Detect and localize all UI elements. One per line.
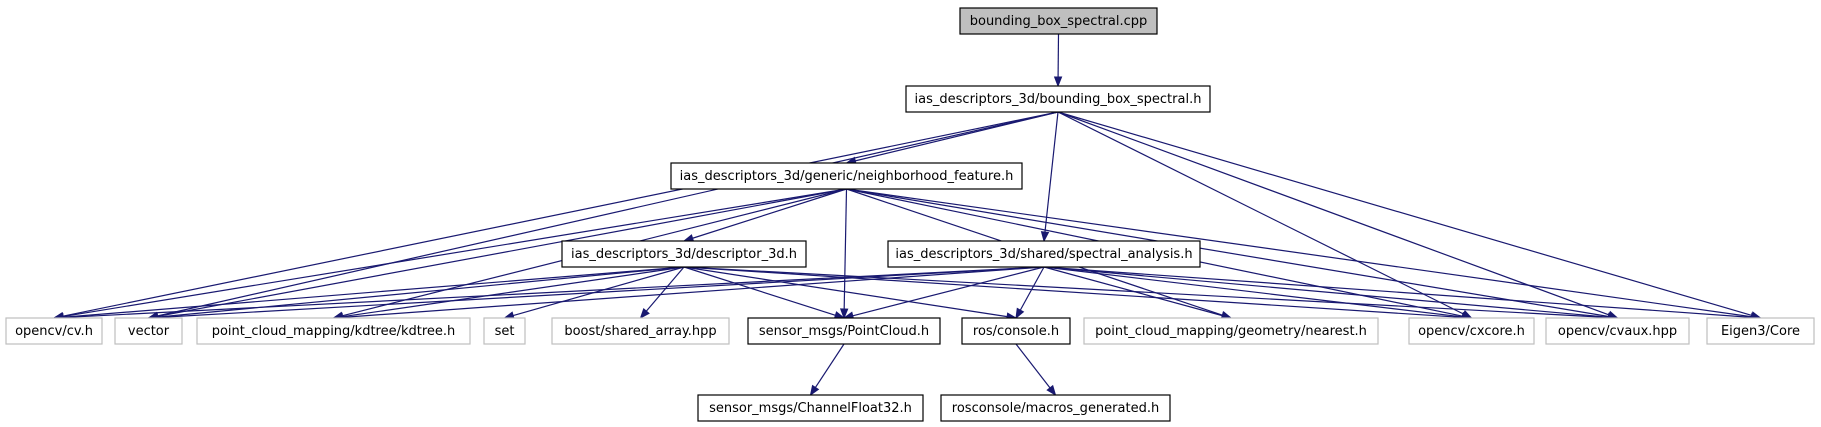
file-nodes: bounding_box_spectral.cpp ias_descriptor… [5, 7, 1815, 422]
node-rosconsole-macros-header[interactable]: rosconsole/macros_generated.h [940, 394, 1171, 422]
edge-arrowhead [1053, 76, 1063, 88]
node-label: opencv/cv.h [15, 324, 93, 339]
dependency-edge [1043, 266, 1223, 317]
edge-arrowhead [1015, 307, 1025, 320]
node-opencv-cxcore-header[interactable]: opencv/cxcore.h [1408, 317, 1535, 345]
node-vector-header[interactable]: vector [114, 317, 183, 345]
node-kdtree-header[interactable]: point_cloud_mapping/kdtree/kdtree.h [196, 317, 471, 345]
dependency-edge [157, 188, 847, 317]
node-label: set [495, 324, 515, 339]
dependency-edge [1044, 111, 1059, 233]
dependency-edge [852, 266, 1045, 317]
dependency-edge [157, 266, 685, 318]
dependency-edge [157, 111, 1059, 317]
dependency-edge [342, 266, 1045, 318]
node-label: vector [128, 324, 170, 339]
dependency-edge [846, 188, 1752, 318]
dependency-edge [62, 111, 1059, 317]
node-boost-shared-array-header[interactable]: boost/shared_array.hpp [551, 317, 730, 345]
dependency-edge [814, 343, 845, 388]
node-label: bounding_box_spectral.cpp [970, 14, 1148, 29]
dependency-edges [52, 33, 1762, 397]
node-label: point_cloud_mapping/geometry/nearest.h [1095, 324, 1367, 339]
dependency-edge [1019, 266, 1045, 311]
node-geometry-nearest-header[interactable]: point_cloud_mapping/geometry/nearest.h [1083, 317, 1379, 345]
node-label: boost/shared_array.hpp [564, 324, 716, 339]
edge-arrowhead [1046, 384, 1057, 397]
node-label: ros/console.h [973, 324, 1059, 339]
dependency-edge [1043, 266, 1463, 318]
node-label: point_cloud_mapping/kdtree/kdtree.h [212, 324, 456, 339]
dependency-edge [62, 188, 847, 318]
node-spectral-analysis-header[interactable]: ias_descriptors_3d/shared/spectral_analy… [887, 240, 1201, 268]
edge-arrowhead [639, 308, 650, 320]
dependency-edge [62, 266, 1045, 319]
node-label: ias_descriptors_3d/bounding_box_spectral… [915, 92, 1202, 107]
node-label: sensor_msgs/ChannelFloat32.h [709, 401, 912, 416]
dependency-edge [683, 266, 1463, 319]
node-label: ias_descriptors_3d/descriptor_3d.h [571, 247, 797, 262]
dependency-edge [342, 266, 685, 318]
node-neighborhood-feature-header[interactable]: ias_descriptors_3d/generic/neighborhood_… [670, 162, 1023, 190]
node-label: ias_descriptors_3d/shared/spectral_analy… [895, 247, 1192, 262]
edge-arrowhead [839, 308, 849, 320]
node-root-file[interactable]: bounding_box_spectral.cpp [959, 7, 1158, 35]
dependency-edge [512, 266, 685, 317]
node-ros-console-header[interactable]: ros/console.h [961, 317, 1071, 345]
node-sensor-msgs-pointcloud-header[interactable]: sensor_msgs/PointCloud.h [747, 317, 941, 345]
node-channelfloat32-header[interactable]: sensor_msgs/ChannelFloat32.h [697, 394, 924, 422]
dependency-edge [683, 266, 836, 316]
node-set-header[interactable]: set [483, 317, 526, 345]
node-opencv-cvaux-header[interactable]: opencv/cvaux.hpp [1545, 317, 1690, 345]
node-label: opencv/cvaux.hpp [1558, 324, 1677, 339]
dependency-edge [1043, 266, 1609, 318]
node-eigen3-core-header[interactable]: Eigen3/Core [1706, 317, 1815, 345]
dependency-edge [1015, 343, 1051, 389]
dependency-edge [1057, 111, 1610, 316]
dependency-edge [1043, 266, 1752, 318]
node-label: rosconsole/macros_generated.h [952, 401, 1159, 416]
edge-arrowhead [1040, 231, 1050, 243]
dependency-edge [157, 266, 1045, 319]
dependency-edge [683, 266, 1609, 319]
dependency-edge [62, 266, 685, 318]
node-opencv-cv-header[interactable]: opencv/cv.h [5, 317, 103, 345]
dependency-edge [843, 188, 848, 310]
dependency-edge [692, 188, 847, 239]
node-label: sensor_msgs/PointCloud.h [759, 324, 929, 339]
node-descriptor-3d-header[interactable]: ias_descriptors_3d/descriptor_3d.h [561, 240, 807, 268]
edge-arrowhead [809, 384, 820, 397]
node-label: Eigen3/Core [1721, 324, 1800, 339]
node-label: ias_descriptors_3d/generic/neighborhood_… [680, 169, 1014, 184]
node-bounding-box-spectral-header[interactable]: ias_descriptors_3d/bounding_box_spectral… [905, 85, 1211, 113]
dependency-edge [683, 266, 1008, 318]
dependency-edge [1057, 111, 1753, 317]
node-label: opencv/cxcore.h [1418, 324, 1525, 339]
dependency-edge [846, 188, 1609, 318]
